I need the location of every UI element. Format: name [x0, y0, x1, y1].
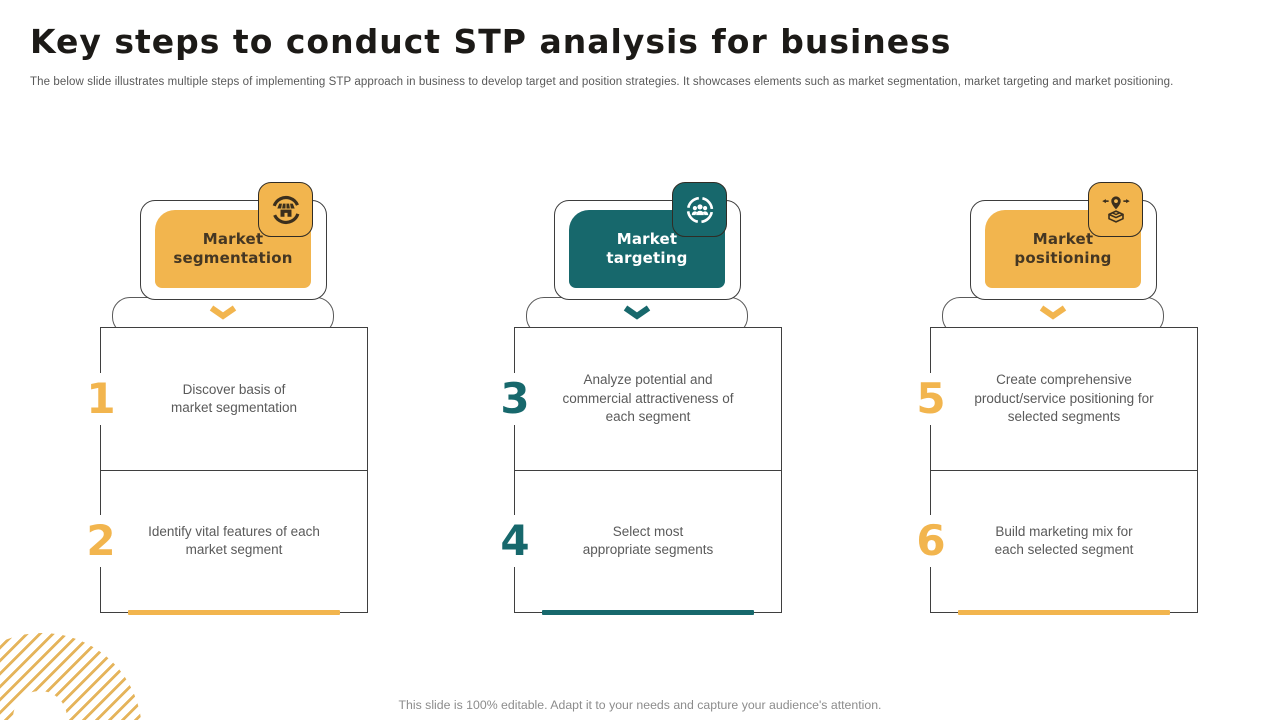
step-text: Build marketing mix for each selected se…: [994, 524, 1134, 558]
column-market-positioning: 5 Create comprehensive product/service p…: [913, 182, 1198, 622]
page-title: Key steps to conduct STP analysis for bu…: [30, 22, 952, 61]
step-cell: 5 Create comprehensive product/service p…: [913, 328, 1197, 471]
step-cell: 3 Analyze potential and commercial attra…: [497, 328, 781, 471]
column-label: Market segmentation: [173, 229, 293, 268]
chevron-down-icon: [209, 305, 237, 320]
column-market-targeting: 3 Analyze potential and commercial attra…: [497, 182, 782, 622]
accent-underline: [958, 610, 1170, 615]
step-number: 6: [913, 515, 949, 568]
icon-tile: [1088, 182, 1143, 237]
step-text: Discover basis of market segmentation: [170, 381, 298, 415]
storefront-segmentation-icon: [271, 195, 300, 224]
step-number: 4: [497, 515, 533, 568]
step-cell: 2 Identify vital features of each market…: [83, 471, 367, 613]
step-number: 2: [83, 515, 119, 568]
accent-underline: [128, 610, 340, 615]
step-cell: 6 Build marketing mix for each selected …: [913, 471, 1197, 613]
step-cell: 4 Select most appropriate segments: [497, 471, 781, 613]
steps-box: 1 Discover basis of market segmentation …: [83, 327, 368, 615]
icon-tile: [258, 182, 313, 237]
step-number: 1: [83, 372, 119, 425]
step-text: Analyze potential and commercial attract…: [562, 372, 734, 424]
slide-subtitle: The below slide illustrates multiple ste…: [30, 76, 1174, 88]
column-label: Market positioning: [1014, 229, 1112, 268]
striped-circle-decoration: [0, 633, 142, 720]
step-number: 5: [913, 372, 949, 425]
step-cell: 1 Discover basis of market segmentation: [83, 328, 367, 471]
footer-note: This slide is 100% editable. Adapt it to…: [398, 698, 882, 712]
header-frame: Market segmentation: [140, 200, 327, 300]
chevron-down-icon: [623, 305, 651, 320]
column-label: Market targeting: [606, 229, 688, 268]
icon-tile: [672, 182, 727, 237]
column-market-segmentation: 1 Discover basis of market segmentation …: [83, 182, 368, 622]
steps-box: 5 Create comprehensive product/service p…: [913, 327, 1198, 615]
step-text: Select most appropriate segments: [582, 524, 714, 558]
step-number: 3: [497, 372, 533, 425]
location-positioning-icon: [1101, 195, 1130, 223]
step-text: Create comprehensive product/service pos…: [974, 372, 1154, 424]
target-audience-icon: [686, 196, 713, 223]
steps-box: 3 Analyze potential and commercial attra…: [497, 327, 782, 615]
chevron-down-icon: [1039, 305, 1067, 320]
accent-underline: [542, 610, 754, 615]
step-text: Identify vital features of each market s…: [148, 524, 320, 558]
